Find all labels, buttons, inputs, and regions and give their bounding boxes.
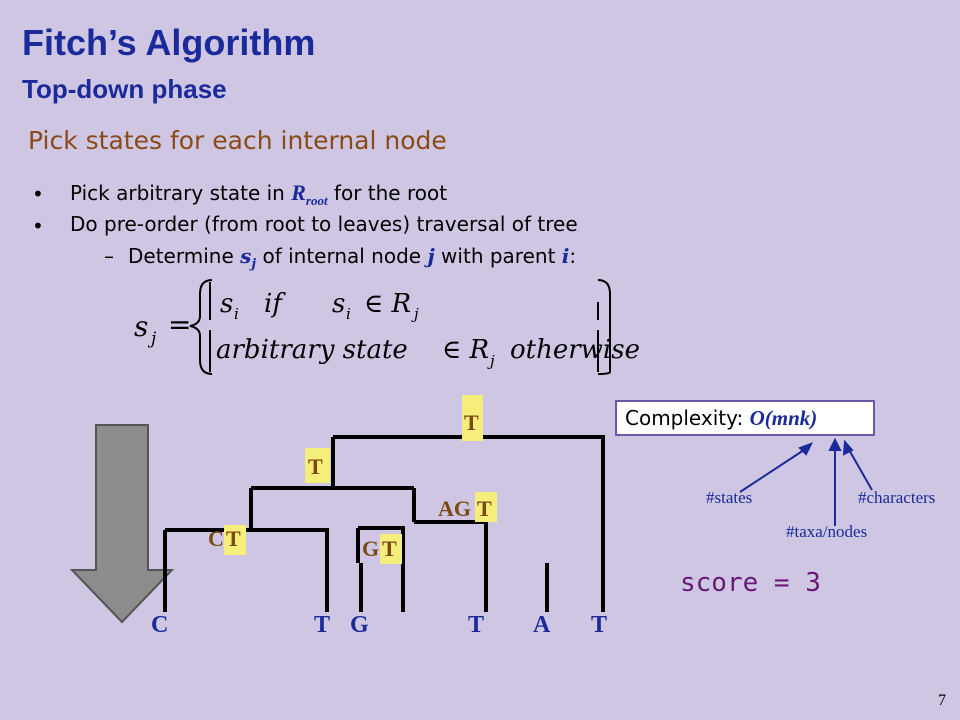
sub-bullet-end: : — [569, 244, 577, 268]
case2-a: arbitrary state — [216, 335, 408, 365]
sub-bullet-mid2: with parent — [434, 244, 562, 268]
leaf-2: T — [314, 612, 330, 638]
formula-equals: = — [168, 308, 191, 341]
agt-node-highlight — [475, 492, 497, 522]
tree-edges — [163, 435, 605, 612]
gt-node-highlight — [380, 534, 402, 564]
case2-other: otherwise — [510, 335, 640, 365]
left-node-highlight — [305, 448, 330, 483]
taxa-label: #taxa/nodes — [786, 522, 868, 541]
bullet-1: Pick arbitrary state in Rroot for the ro… — [70, 180, 447, 209]
leaf-3: G — [350, 612, 369, 638]
sub-bullet-text: Determine — [128, 244, 241, 268]
formula-lhs: s — [134, 310, 148, 343]
bullet-2: Do pre-order (from root to leaves) trave… — [70, 212, 578, 236]
bullet-1-suffix: for the root — [327, 181, 448, 205]
s-j-subscript: j — [251, 257, 257, 272]
case1-b-sub: i — [346, 305, 351, 323]
leaf-6: T — [591, 612, 607, 638]
formula: s j = s i if s i ∈ R j arbitrary state ∈… — [134, 279, 640, 375]
agt-node-plain: AG — [438, 496, 471, 521]
formula-lhs-sub: j — [147, 329, 157, 349]
sub-bullet-mid: of internal node — [256, 244, 428, 268]
leaf-4: T — [468, 612, 484, 638]
case1-if: if — [264, 289, 286, 319]
left-brace — [189, 279, 213, 375]
tree-diagram: T T C T AG T G T C T G T A T — [69, 395, 607, 638]
case1-a: s — [220, 289, 233, 319]
r-root-symbol: R — [291, 180, 306, 205]
sub-bullet-1: Determine sj of internal node j with par… — [128, 244, 576, 272]
leaf-1: C — [151, 612, 168, 638]
case2-in: ∈ R — [442, 335, 489, 365]
bullet-dot-2: • — [32, 214, 44, 238]
section-heading: Pick states for each internal node — [28, 126, 447, 155]
bullet-1-text: Pick arbitrary state in — [70, 181, 292, 205]
complexity-arrows — [739, 437, 873, 526]
complexity-value: O(mnk) — [749, 406, 818, 430]
traversal-arrow — [69, 424, 175, 624]
bullet-dot-1: • — [32, 182, 44, 206]
r-root-subscript: root — [305, 193, 328, 208]
s-j-symbol: s — [240, 244, 252, 268]
gt-node-hl: T — [382, 536, 397, 561]
page-number: 7 — [938, 692, 946, 709]
j-symbol: j — [427, 244, 435, 268]
agt-node-hl: T — [477, 496, 492, 521]
complexity-label: Complexity: — [625, 406, 750, 430]
root-highlight — [462, 395, 483, 441]
gt-node-plain: G — [362, 536, 379, 561]
slide-title: Fitch’s Algorithm — [22, 22, 316, 63]
states-label: #states — [706, 488, 753, 507]
left-node-label: T — [308, 454, 323, 479]
complexity-box: Complexity: O(mnk) — [615, 400, 875, 436]
case1-a-sub: i — [234, 305, 239, 323]
root-node-label: T — [464, 410, 479, 435]
sub-bullet-dash: – — [104, 244, 114, 268]
case1-b: s — [332, 289, 345, 319]
ct-node-hl: T — [226, 526, 241, 551]
score-label: score = 3 — [680, 568, 821, 598]
right-bracket — [597, 279, 611, 375]
i-symbol: i — [561, 244, 570, 268]
ct-node-plain: C — [208, 526, 224, 551]
characters-label: #characters — [858, 488, 936, 507]
case1-in: ∈ R — [364, 289, 411, 319]
ct-node-highlight — [224, 525, 246, 555]
case1-in-sub: j — [411, 305, 419, 323]
slide-subtitle: Top-down phase — [22, 74, 227, 104]
case2-in-sub: j — [487, 352, 495, 370]
leaf-5: A — [533, 612, 551, 638]
